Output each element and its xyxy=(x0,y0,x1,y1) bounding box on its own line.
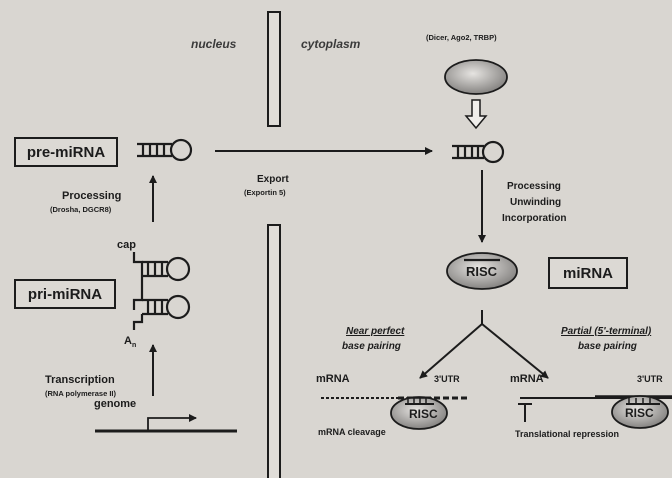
pre-mirna-hairpin-icon xyxy=(137,140,191,160)
transcription-enzyme-label: (RNA polymerase II) xyxy=(45,390,116,398)
nucleus-label: nucleus xyxy=(191,38,236,50)
unwinding-label: Unwinding xyxy=(510,198,561,208)
pri-mirna-label: pri-miRNA xyxy=(28,287,102,302)
risc-right-label: RISC xyxy=(625,407,654,419)
mrna-right-label: mRNA xyxy=(510,374,544,385)
cytoplasm-label: cytoplasm xyxy=(301,38,360,50)
poly-a-label: An xyxy=(124,336,136,349)
nuclear-membrane-bottom xyxy=(268,225,280,478)
utr-right-label: 3'UTR xyxy=(637,375,663,384)
pre-mirna-box: pre-miRNA xyxy=(14,137,118,167)
incorporation-label: Incorporation xyxy=(502,214,566,224)
pri-mirna-box: pri-miRNA xyxy=(14,279,116,309)
genome-label: genome xyxy=(94,399,136,410)
export-factor-label: (Exportin 5) xyxy=(244,189,286,197)
branch-right-arrow xyxy=(482,324,548,378)
transcription-label: Transcription xyxy=(45,375,115,386)
hollow-down-arrow-icon xyxy=(466,100,486,128)
cap-label: cap xyxy=(117,240,136,251)
dicer-complex-ellipse xyxy=(445,60,507,94)
mirna-box: miRNA xyxy=(548,257,628,289)
nuclear-membrane-top xyxy=(268,12,280,126)
processing-label: Processing xyxy=(62,191,121,202)
export-label: Export xyxy=(257,175,289,185)
partial-pairing-label: base pairing xyxy=(578,342,637,352)
risc-left-label: RISC xyxy=(409,408,438,420)
cytoplasmic-hairpin-icon xyxy=(452,142,503,162)
pri-mirna-hairpins-icon xyxy=(134,252,189,330)
dicer-complex-label: (Dicer, Ago2, TRBP) xyxy=(426,34,497,42)
partial-label: Partial (5'-terminal) xyxy=(561,327,651,337)
mrna-left-label: mRNA xyxy=(316,374,350,385)
cyto-processing-label: Processing xyxy=(507,182,561,192)
near-perfect-pairing-label: base pairing xyxy=(342,342,401,352)
mrna-cleavage-label: mRNA cleavage xyxy=(318,428,386,437)
mirna-label: miRNA xyxy=(563,266,613,281)
pre-mirna-label: pre-miRNA xyxy=(27,145,105,160)
branch-left-arrow xyxy=(420,324,482,378)
promoter-arrow-icon xyxy=(148,418,196,431)
near-perfect-label: Near perfect xyxy=(346,327,404,337)
repression-blunt-icon xyxy=(518,404,532,422)
utr-left-label: 3'UTR xyxy=(434,375,460,384)
processing-enzymes-label: (Drosha, DGCR8) xyxy=(50,206,111,214)
translational-repression-label: Translational repression xyxy=(515,430,619,439)
risc-label: RISC xyxy=(466,265,497,278)
